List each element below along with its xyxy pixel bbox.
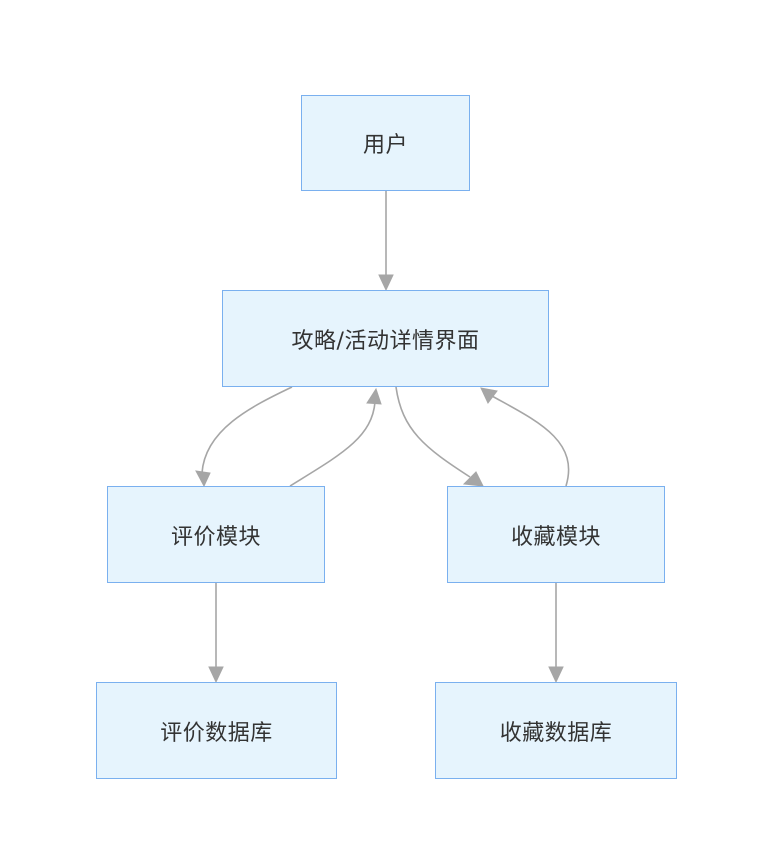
node-review-module: 评价模块 — [107, 486, 325, 583]
arrowhead-detail-from-user — [378, 274, 394, 292]
edge-detail-to-fav — [395, 386, 471, 478]
arrowhead-detail-from-review — [366, 387, 382, 405]
node-favorite-module-label: 收藏模块 — [510, 524, 601, 550]
arrowhead-review-from-detail — [195, 470, 211, 488]
edge-review-to-detail — [289, 401, 376, 487]
node-review-module-label: 评价模块 — [170, 524, 261, 550]
node-favorite-module: 收藏模块 — [447, 486, 665, 583]
node-user: 用户 — [301, 95, 470, 191]
arrowhead-fav-from-detail — [462, 471, 484, 487]
node-user-label: 用户 — [362, 133, 408, 158]
edge-fav-to-detail — [491, 395, 570, 487]
arrowhead-fav-db — [548, 666, 564, 684]
edge-detail-to-review — [201, 386, 293, 474]
node-review-database: 评价数据库 — [96, 682, 337, 779]
node-detail-page-label: 攻略/活动详情界面 — [291, 328, 480, 354]
arrowhead-review-db — [208, 666, 224, 684]
node-favorite-database: 收藏数据库 — [435, 682, 677, 779]
node-review-database-label: 评价数据库 — [160, 720, 273, 746]
arrowhead-detail-from-fav — [480, 387, 498, 404]
node-favorite-database-label: 收藏数据库 — [499, 720, 613, 746]
node-detail-page: 攻略/活动详情界面 — [222, 290, 549, 387]
